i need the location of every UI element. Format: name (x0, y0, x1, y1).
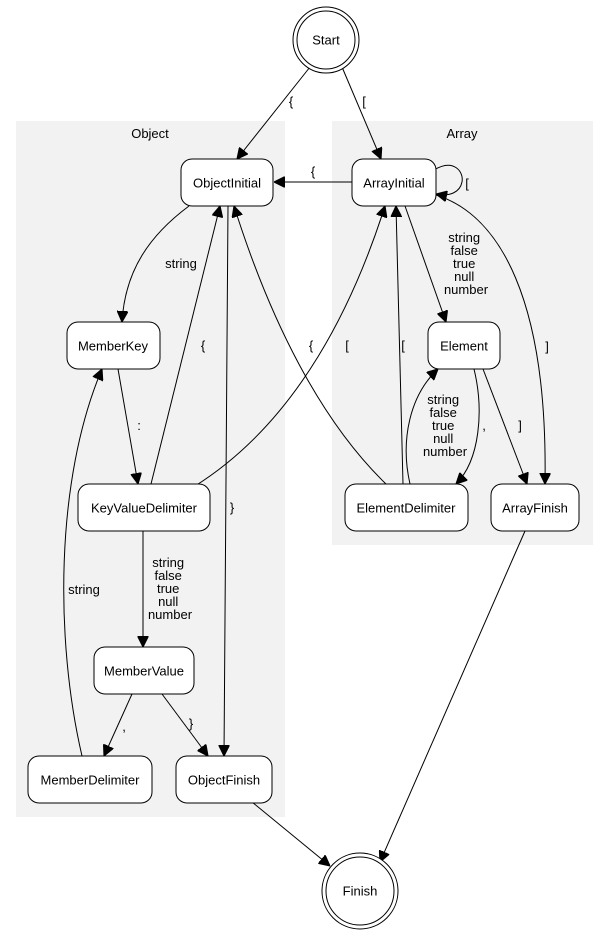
edge-member-key-to-key-value-delimiter (117, 368, 138, 484)
edge-key-value-delimiter-to-array-initial (194, 206, 385, 487)
edges: { [ { [ string false true null number ] … (63, 66, 549, 866)
edge-label-array-initial-to-object-initial: { (311, 164, 316, 179)
edge-label-member-key-to-key-value-delimiter: : (137, 418, 141, 433)
edge-label-element-to-array-finish: ] (518, 418, 522, 433)
node-key-value-delimiter-label: KeyValueDelimiter (91, 501, 198, 516)
edge-label-key-value-delimiter-to-member-value: string false true null number (148, 555, 193, 622)
edge-label-array-initial-to-element: string false true null number (444, 230, 489, 297)
node-member-value: MemberValue (93, 646, 195, 695)
node-element-label: Element (440, 339, 488, 354)
edge-label-key-value-delimiter-to-array-initial: [ (345, 338, 349, 353)
edge-label-key-value-delimiter-to-object-initial: { (201, 338, 206, 353)
node-object-initial: ObjectInitial (180, 158, 274, 207)
node-finish-label: Finish (343, 884, 378, 899)
edge-label-member-value-to-object-finish: } (189, 716, 194, 731)
edge-label-member-delimiter-to-member-key: string (68, 582, 100, 597)
edge-member-value-to-object-finish (161, 693, 208, 756)
edge-label-element-delimiter-to-array-initial: [ (401, 338, 405, 353)
edge-label-element-delimiter-to-object-initial: { (309, 338, 314, 353)
node-array-initial-label: ArrayInitial (363, 176, 425, 191)
node-start: Start (292, 6, 360, 74)
edge-label-start-to-array-initial: [ (362, 94, 366, 109)
cluster-object-label: Object (131, 126, 169, 141)
node-element: Element (427, 321, 501, 370)
node-member-key: MemberKey (66, 321, 161, 370)
node-object-initial-label: ObjectInitial (193, 176, 261, 191)
edge-element-delimiter-to-element (405, 369, 438, 485)
edge-label-array-initial-self: [ (465, 176, 469, 191)
edge-member-delimiter-to-member-key (63, 369, 102, 757)
edge-label-element-to-element-delimiter: , (482, 418, 486, 433)
node-element-delimiter: ElementDelimiter (344, 483, 469, 532)
node-array-finish: ArrayFinish (490, 483, 580, 532)
edge-member-value-to-member-delimiter (104, 693, 133, 756)
node-member-delimiter-label: MemberDelimiter (41, 773, 141, 788)
edge-element-to-element-delimiter (456, 368, 480, 484)
cluster-array-label: Array (446, 126, 478, 141)
node-member-value-label: MemberValue (104, 664, 184, 679)
edge-element-to-array-finish (482, 368, 527, 484)
node-array-initial: ArrayInitial (351, 158, 437, 207)
edge-array-initial-to-array-finish (435, 194, 545, 484)
edge-label-member-value-to-member-delimiter: , (122, 719, 126, 734)
edge-label-start-to-object-initial: { (289, 94, 294, 109)
node-key-value-delimiter: KeyValueDelimiter (77, 483, 211, 532)
node-element-delimiter-label: ElementDelimiter (357, 501, 457, 516)
edge-element-delimiter-to-object-initial (234, 206, 387, 485)
edge-object-initial-to-member-key (122, 205, 190, 322)
cluster-object: Object (16, 121, 285, 817)
node-array-finish-label: ArrayFinish (502, 501, 568, 516)
edge-start-to-array-initial (341, 66, 381, 159)
node-member-key-label: MemberKey (78, 339, 149, 354)
edge-start-to-object-initial (237, 66, 311, 159)
edge-array-initial-self (433, 164, 463, 194)
node-object-finish-label: ObjectFinish (188, 773, 260, 788)
edge-label-element-delimiter-to-element: string false true null number (423, 392, 468, 459)
edge-object-finish-to-finish (251, 801, 330, 866)
edge-key-value-delimiter-to-object-initial (150, 206, 220, 485)
node-member-delimiter: MemberDelimiter (27, 755, 153, 804)
node-start-label: Start (312, 33, 340, 48)
node-object-finish: ObjectFinish (175, 755, 273, 804)
edge-label-array-initial-to-array-finish: ] (545, 339, 549, 354)
node-finish: Finish (321, 852, 399, 930)
edge-object-initial-to-object-finish (224, 205, 228, 756)
edge-array-initial-to-element (404, 205, 446, 322)
edge-element-delimiter-to-array-initial (396, 206, 404, 485)
edge-label-object-initial-to-member-key: string (165, 256, 197, 271)
edge-array-finish-to-finish (380, 530, 526, 862)
edge-label-object-initial-to-object-finish: } (230, 500, 235, 515)
